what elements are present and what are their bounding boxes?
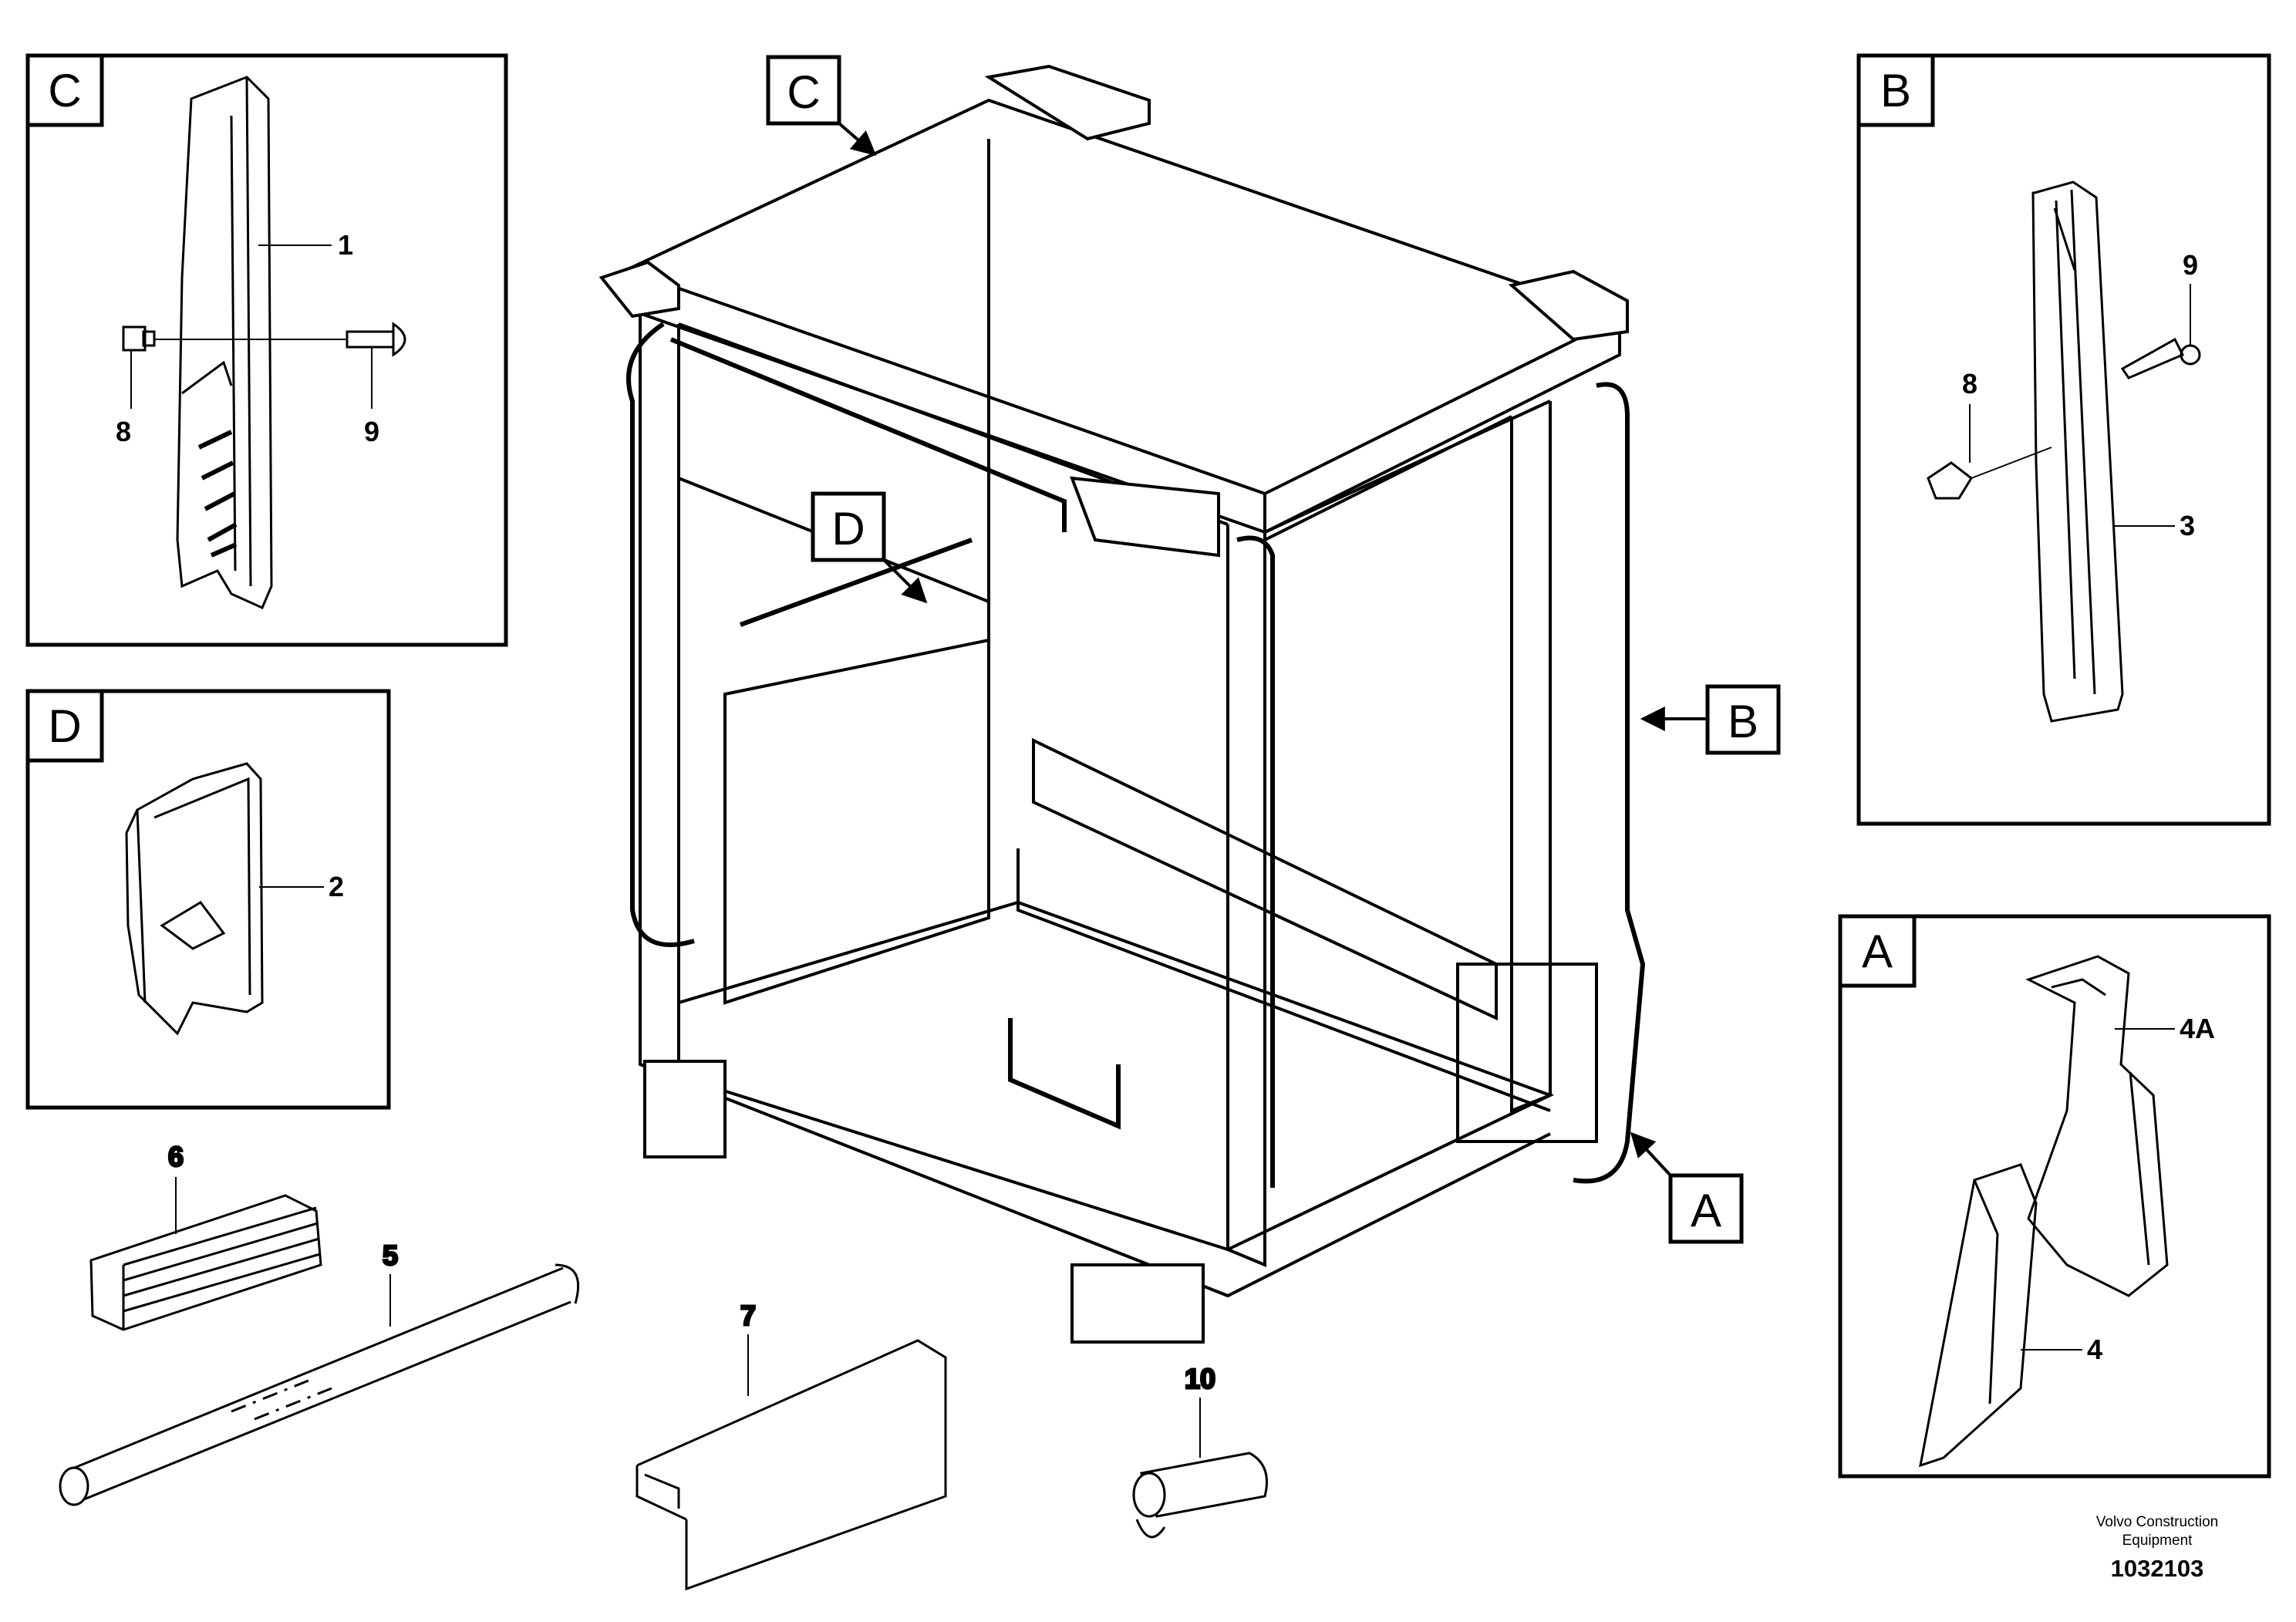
side-trim-panel-3 <box>2031 180 2124 723</box>
callout-2: 2 <box>329 871 344 902</box>
callout-5: 5 <box>383 1239 398 1271</box>
callout-3: 3 <box>2180 510 2195 541</box>
pointer-d: D <box>811 491 928 604</box>
callout-1: 1 <box>338 229 353 261</box>
pointer-c-letter: C <box>787 66 820 118</box>
figure-number: 1032103 <box>2110 1555 2204 1582</box>
callout-9-box-c: 9 <box>364 416 379 447</box>
callout-7: 7 <box>740 1300 756 1331</box>
pointer-c: C <box>766 55 877 157</box>
callout-9-box-b: 9 <box>2183 249 2198 281</box>
pointer-b: B <box>1640 684 1781 755</box>
seal-profile-10: 10 <box>1132 1362 1268 1539</box>
callout-8-box-c: 8 <box>116 416 131 447</box>
bolt-9-box-b <box>2120 337 2201 379</box>
pointer-a-letter: A <box>1691 1185 1721 1236</box>
detail-box-a: A 4A 4 <box>1838 914 2271 1479</box>
detail-box-c-letter: C <box>48 65 81 116</box>
pointer-d-letter: D <box>831 503 865 555</box>
callout-8-box-b: 8 <box>1962 368 1977 400</box>
detail-box-d-letter: D <box>48 700 81 752</box>
callout-4a: 4A <box>2180 1013 2215 1044</box>
callout-10: 10 <box>1185 1363 1215 1394</box>
bolt-9 <box>346 322 406 357</box>
trim-cover-4 <box>1919 1163 2038 1468</box>
trim-cover-4a <box>2025 955 2169 1297</box>
side-trim-panel-1 <box>176 76 273 609</box>
callout-6: 6 <box>168 1141 184 1172</box>
pointer-b-letter: B <box>1728 696 1758 747</box>
detail-box-b: B 9 8 3 <box>1856 53 2271 826</box>
nut-8 <box>122 325 156 352</box>
cab-frame-assembly <box>598 64 1646 1344</box>
trim-cover-2 <box>125 762 264 1036</box>
detail-box-d: D 2 <box>25 689 391 1110</box>
pointer-a: A <box>1630 1131 1744 1244</box>
detail-box-c: C 1 8 9 <box>25 53 508 647</box>
nut-8-box-b <box>1927 461 1973 500</box>
detail-box-a-letter: A <box>1862 926 1893 977</box>
callout-4: 4 <box>2087 1334 2102 1365</box>
tube-seal-5: 5 <box>59 1239 580 1506</box>
manufacturer-name: Volvo Construction Equipment <box>2095 1514 2219 1549</box>
seal-profile-6: 6 <box>89 1140 322 1331</box>
edge-trim-7: 7 <box>636 1299 947 1591</box>
detail-box-b-letter: B <box>1880 65 1911 116</box>
footer-credit: Volvo Construction Equipment 1032103 <box>2072 1513 2242 1583</box>
